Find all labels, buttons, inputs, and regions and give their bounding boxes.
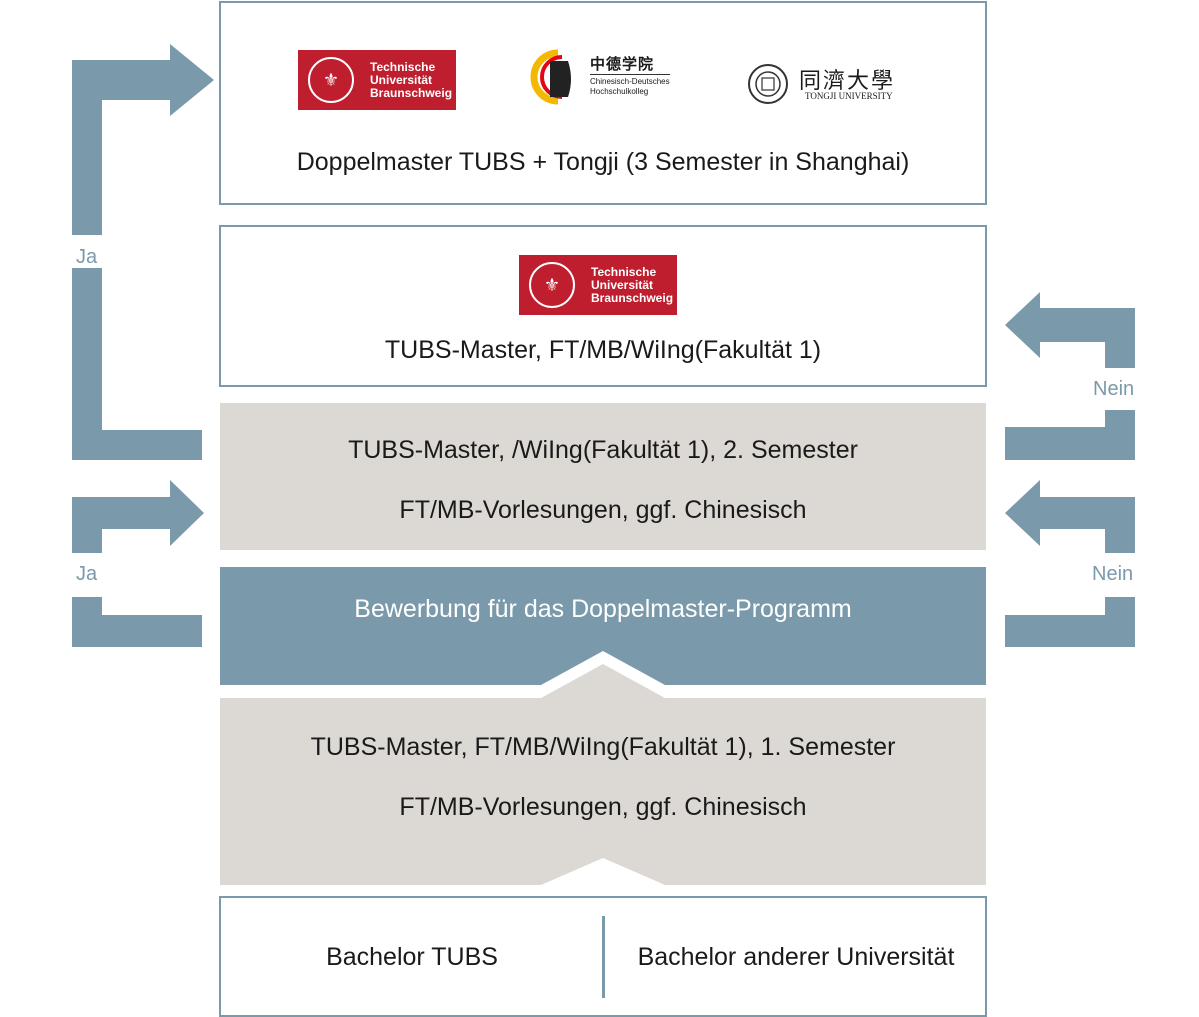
nein-lower-arrow — [1005, 480, 1135, 647]
ja-label-upper: Ja — [76, 246, 98, 268]
semester1-line1: TUBS-Master, FT/MB/WiIng(Fakultät 1), 1.… — [310, 733, 896, 761]
tubs-crest-icon: ⚜ — [308, 57, 354, 103]
semester1-box: TUBS-Master, FT/MB/WiIng(Fakultät 1), 1.… — [220, 700, 986, 850]
nein-upper-arrow — [1005, 292, 1135, 460]
nein-label-upper: Nein — [1093, 378, 1135, 400]
tongji-chinese-name: 同濟大學 — [799, 69, 896, 94]
nein-label-lower: Nein — [1092, 563, 1134, 585]
tongji-latin-name: TONGJI UNIVERSITY — [805, 91, 893, 101]
tubs-master-text: TUBS-Master, FT/MB/WiIng(Fakultät 1) — [384, 336, 822, 364]
semester1-shape — [220, 664, 986, 885]
bachelor-divider — [602, 916, 605, 998]
semester2-box: TUBS-Master, /WiIng(Fakultät 1), 2. Seme… — [220, 403, 986, 550]
bachelor-box: Bachelor TUBS Bachelor anderer Universit… — [219, 896, 987, 1017]
tubs-crest-icon: ⚜ — [529, 262, 575, 308]
ja-label-lower: Ja — [76, 563, 98, 585]
cdhk-chinese-name: 中德学院 — [590, 56, 655, 73]
tubs-master-box: ⚜ Technische Universität Braunschweig TU… — [219, 225, 987, 387]
bewerbung-shape — [220, 567, 986, 685]
bewerbung-text: Bewerbung für das Doppelmaster-Programm — [354, 595, 852, 623]
tubs-logo-line1: Technische — [591, 264, 657, 279]
cdhk-emblem-icon — [530, 49, 571, 105]
semester2-line2: FT/MB-Vorlesungen, ggf. Chinesisch — [399, 496, 807, 524]
doppelmaster-text: Doppelmaster TUBS + Tongji (3 Semester i… — [296, 148, 910, 176]
cdhk-line1: Chinesisch-Deutsches — [590, 77, 670, 86]
tubs-logo-line3: Braunschweig — [591, 290, 674, 305]
ja-upper-arrow — [72, 44, 214, 460]
tubs-logo-line1: Technische — [370, 59, 436, 74]
tubs-logo-line2: Universität — [370, 72, 433, 87]
bachelor-tubs-text: Bachelor TUBS — [326, 943, 498, 971]
tubs-logo: ⚜ Technische Universität Braunschweig — [298, 50, 456, 110]
cdhk-line2: Hochschulkolleg — [590, 87, 649, 96]
semester2-line1: TUBS-Master, /WiIng(Fakultät 1), 2. Seme… — [348, 436, 858, 464]
cdhk-logo: 中德学院 Chinesisch-Deutsches Hochschulkolle… — [528, 49, 678, 105]
bachelor-other-text: Bachelor anderer Universität — [637, 943, 955, 971]
tubs-logo: ⚜ Technische Universität Braunschweig — [519, 255, 677, 315]
bewerbung-box: Bewerbung für das Doppelmaster-Programm — [220, 567, 986, 652]
tongji-logo: 同濟大學 TONGJI UNIVERSITY — [747, 63, 907, 111]
semester1-line2: FT/MB-Vorlesungen, ggf. Chinesisch — [399, 793, 807, 821]
tubs-logo-line2: Universität — [591, 277, 654, 292]
tongji-seal-icon — [748, 64, 788, 104]
tubs-logo-line3: Braunschweig — [370, 85, 453, 100]
ja-lower-arrow — [72, 480, 204, 647]
doppelmaster-box: ⚜ Technische Universität Braunschweig 中德… — [219, 1, 987, 205]
